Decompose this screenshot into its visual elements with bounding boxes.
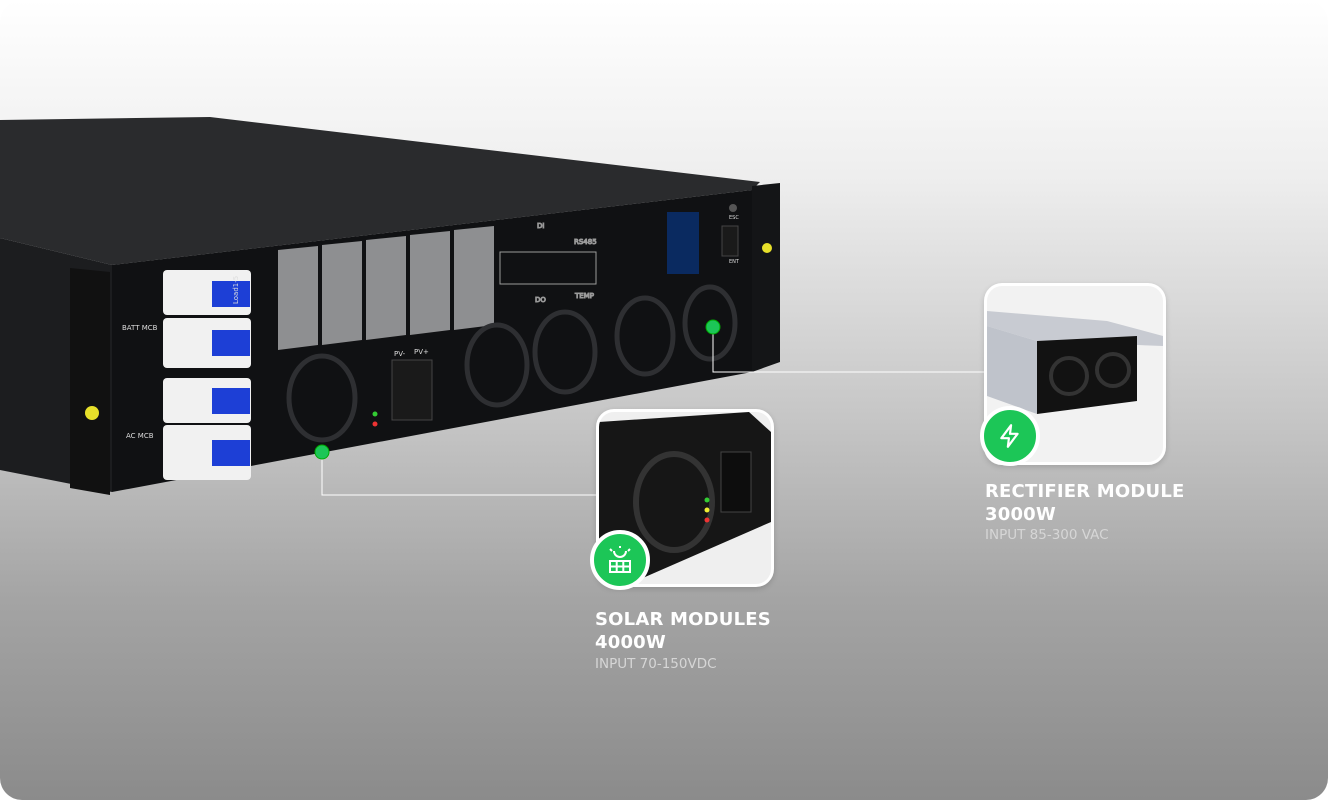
solar-power: 4000W — [595, 632, 666, 653]
solar-hotspot[interactable] — [314, 444, 330, 460]
rectifier-title-text: RECTIFIER MODULE — [985, 481, 1185, 502]
pv-switch: PV- PV+ — [372, 348, 433, 427]
terminal-block: DI RS485 DO TEMP — [499, 222, 597, 305]
temp-label: TEMP — [574, 292, 594, 300]
rectifier-power: 3000W — [985, 504, 1056, 525]
pv-minus-label: PV- — [394, 350, 406, 358]
rack-ear-right — [752, 183, 780, 372]
rack-top — [0, 117, 760, 265]
ent-label: ENT — [729, 259, 740, 265]
solar-title-text: SOLAR MODULES — [595, 609, 771, 630]
do-label: DO — [535, 296, 546, 304]
ear-screw-right — [762, 243, 772, 253]
load-switches — [278, 226, 494, 350]
batt-mcb-label: BATT MCB — [122, 324, 158, 332]
rs485-label: RS485 — [574, 238, 597, 246]
load-label: Load1-5 — [232, 276, 240, 304]
ear-screw-left — [85, 406, 99, 420]
lcd-display — [667, 212, 699, 274]
rectifier-connector-line — [712, 327, 985, 373]
solar-connector-line — [321, 452, 597, 496]
fans — [286, 284, 738, 443]
di-label: DI — [537, 222, 544, 230]
rack-front — [112, 190, 752, 492]
control-buttons: ESC ENT — [721, 204, 740, 265]
esc-label: ESC — [729, 215, 739, 221]
pv-plus-label: PV+ — [414, 348, 429, 356]
mcb-breakers: BATT MCB AC MCB Load1-5 — [122, 270, 251, 480]
rectifier-input-spec: INPUT 85-300 VAC — [985, 527, 1109, 543]
rectifier-hotspot[interactable] — [705, 319, 721, 335]
solar-panel-icon — [590, 530, 650, 590]
lightning-bolt-icon — [980, 406, 1040, 466]
ac-mcb-label: AC MCB — [126, 432, 154, 440]
solar-input-spec: INPUT 70-150VDC — [595, 656, 717, 672]
rack-ear-left — [70, 268, 110, 495]
